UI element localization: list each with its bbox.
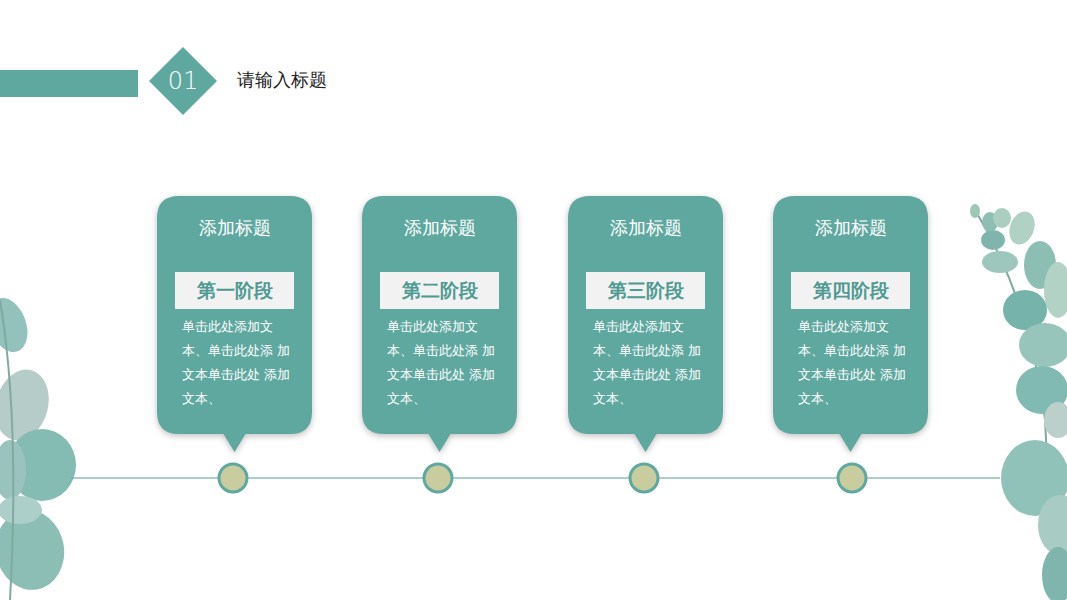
stage-label: 第一阶段	[197, 278, 273, 304]
stage-label: 第三阶段	[608, 278, 684, 304]
number-diamond: 01	[149, 47, 217, 115]
stage-card: 添加标题单击此处添加文 本、单击此处添 加文本单击此处 添加文本、 第三阶段	[568, 196, 723, 452]
card-heading: 添加标题	[568, 216, 723, 240]
timeline-dot	[630, 464, 658, 492]
card-body: 单击此处添加文 本、单击此处添 加文本单击此处 添加文本、	[182, 315, 290, 411]
leaf-illustration	[970, 204, 1067, 600]
stage-card: 添加标题单击此处添加文 本、单击此处添 加文本单击此处 添加文本、 第四阶段	[773, 196, 928, 452]
card-body: 单击此处添加文 本、单击此处添 加文本单击此处 添加文本、	[798, 315, 906, 411]
stage-label: 第四阶段	[813, 278, 889, 304]
stage-card: 添加标题单击此处添加文 本、单击此处添 加文本单击此处 添加文本、 第一阶段	[157, 196, 312, 452]
card-heading: 添加标题	[362, 216, 517, 240]
leaf-illustration	[0, 293, 76, 600]
timeline-dot	[838, 464, 866, 492]
card-body: 单击此处添加文 本、单击此处添 加文本单击此处 添加文本、	[387, 315, 495, 411]
header-bar	[0, 70, 138, 97]
stage-card: 添加标题单击此处添加文 本、单击此处添 加文本单击此处 添加文本、 第二阶段	[362, 196, 517, 452]
timeline-dot	[424, 464, 452, 492]
stage-label: 第二阶段	[402, 278, 478, 304]
slide-title: 请输入标题	[237, 68, 327, 92]
card-heading: 添加标题	[157, 216, 312, 240]
stage-label-box: 第四阶段	[791, 272, 910, 309]
card-body: 单击此处添加文 本、单击此处添 加文本单击此处 添加文本、	[593, 315, 701, 411]
stage-label-box: 第三阶段	[586, 272, 705, 309]
section-number: 01	[168, 67, 199, 95]
timeline-dots	[219, 464, 866, 492]
card-heading: 添加标题	[773, 216, 928, 240]
stage-label-box: 第一阶段	[175, 272, 294, 309]
stage-label-box: 第二阶段	[380, 272, 499, 309]
timeline-dot	[219, 464, 247, 492]
